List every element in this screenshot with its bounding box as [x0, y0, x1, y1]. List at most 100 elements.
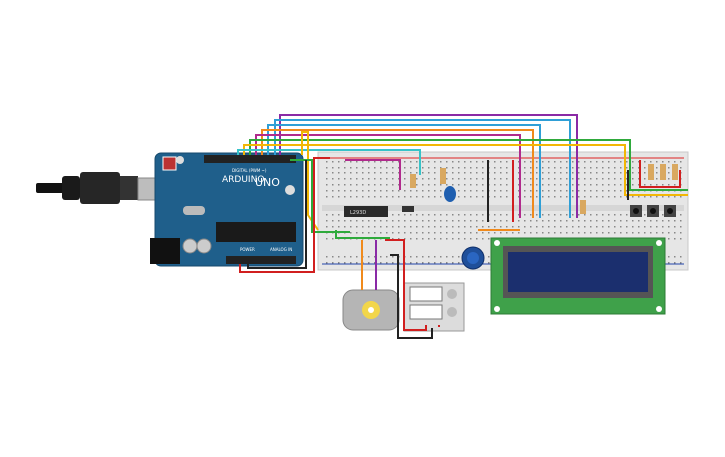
breadboard-hole — [434, 220, 436, 222]
breadboard-hole — [374, 256, 376, 258]
breadboard-hole — [338, 172, 340, 174]
breadboard-hole — [326, 226, 328, 228]
breadboard-hole — [428, 172, 430, 174]
breadboard-hole — [392, 184, 394, 186]
dc-motor-icon[interactable] — [342, 289, 400, 331]
breadboard-hole — [380, 190, 382, 192]
slide-switch[interactable] — [402, 206, 414, 212]
breadboard-hole — [650, 220, 652, 222]
breadboard-hole — [404, 232, 406, 234]
breadboard-hole — [518, 226, 520, 228]
breadboard-hole — [398, 226, 400, 228]
breadboard-hole — [470, 190, 472, 192]
breadboard-hole — [668, 256, 670, 258]
breadboard-hole — [638, 196, 640, 198]
breadboard-hole — [608, 220, 610, 222]
breadboard-hole — [500, 172, 502, 174]
breadboard-hole — [500, 196, 502, 198]
breadboard-hole — [404, 214, 406, 216]
breadboard-hole — [506, 190, 508, 192]
breadboard-hole — [596, 220, 598, 222]
breadboard-hole — [662, 184, 664, 186]
breadboard-hole — [428, 232, 430, 234]
breadboard-hole — [356, 262, 358, 264]
breadboard-hole — [596, 196, 598, 198]
breadboard-hole — [572, 226, 574, 228]
breadboard-hole — [500, 167, 502, 169]
breadboard-hole — [452, 220, 454, 222]
breadboard-hole — [464, 172, 466, 174]
breadboard-hole — [524, 232, 526, 234]
pushbutton-icon[interactable] — [630, 205, 676, 217]
breadboard-hole — [356, 184, 358, 186]
arduino-uno-board[interactable]: ARDUINO UNO DIGITAL (PWM ~) POWER ANALOG… — [150, 152, 304, 267]
motor-driver-chip[interactable]: L293D — [344, 206, 388, 217]
breadboard-hole — [392, 161, 394, 163]
breadboard-hole — [614, 167, 616, 169]
breadboard-hole — [410, 262, 412, 264]
breadboard-hole — [422, 196, 424, 198]
breadboard-hole — [602, 172, 604, 174]
breadboard-hole — [410, 161, 412, 163]
breadboard-hole — [410, 196, 412, 198]
breadboard-hole — [662, 226, 664, 228]
breadboard-hole — [458, 161, 460, 163]
breadboard-hole — [638, 220, 640, 222]
breadboard-hole — [380, 178, 382, 180]
breadboard-hole — [560, 196, 562, 198]
potentiometer-icon[interactable] — [461, 246, 485, 270]
breadboard-hole — [410, 167, 412, 169]
breadboard-hole — [440, 161, 442, 163]
breadboard-hole — [632, 226, 634, 228]
breadboard-hole — [482, 167, 484, 169]
breadboard-hole — [410, 238, 412, 240]
breadboard-hole — [434, 232, 436, 234]
breadboard-hole — [410, 256, 412, 258]
driver-chip-label: L293D — [350, 210, 366, 216]
breadboard-hole — [602, 226, 604, 228]
breadboard-hole — [392, 178, 394, 180]
breadboard-hole — [332, 190, 334, 192]
breadboard-hole — [584, 184, 586, 186]
breadboard-hole — [500, 214, 502, 216]
breadboard-hole — [590, 161, 592, 163]
breadboard-hole — [374, 232, 376, 234]
breadboard-hole — [374, 167, 376, 169]
battery-pack-icon[interactable] — [403, 282, 465, 332]
breadboard-hole — [578, 172, 580, 174]
breadboard-hole — [542, 214, 544, 216]
led-blue — [444, 186, 456, 202]
breadboard-hole — [524, 196, 526, 198]
breadboard-hole — [524, 167, 526, 169]
breadboard-hole — [674, 256, 676, 258]
breadboard-hole — [614, 196, 616, 198]
breadboard-hole — [356, 167, 358, 169]
breadboard-hole — [458, 256, 460, 258]
breadboard-hole — [350, 172, 352, 174]
breadboard-hole — [680, 256, 682, 258]
breadboard-hole — [362, 190, 364, 192]
breadboard-hole — [572, 184, 574, 186]
breadboard-hole — [458, 178, 460, 180]
breadboard-hole — [524, 220, 526, 222]
breadboard-hole — [500, 220, 502, 222]
breadboard-hole — [440, 262, 442, 264]
breadboard-hole — [374, 220, 376, 222]
breadboard-hole — [362, 178, 364, 180]
breadboard-hole — [416, 232, 418, 234]
breadboard-hole — [644, 220, 646, 222]
breadboard-hole — [434, 256, 436, 258]
breadboard-hole — [590, 178, 592, 180]
usb-cable-icon[interactable] — [36, 172, 175, 204]
breadboard-hole — [362, 184, 364, 186]
breadboard-hole — [380, 226, 382, 228]
breadboard-hole — [332, 256, 334, 258]
breadboard-hole — [542, 172, 544, 174]
breadboard-hole — [368, 220, 370, 222]
breadboard-hole — [668, 262, 670, 264]
breadboard-hole — [614, 172, 616, 174]
breadboard-hole — [416, 262, 418, 264]
breadboard-hole — [572, 167, 574, 169]
breadboard-hole — [662, 161, 664, 163]
breadboard-hole — [440, 256, 442, 258]
